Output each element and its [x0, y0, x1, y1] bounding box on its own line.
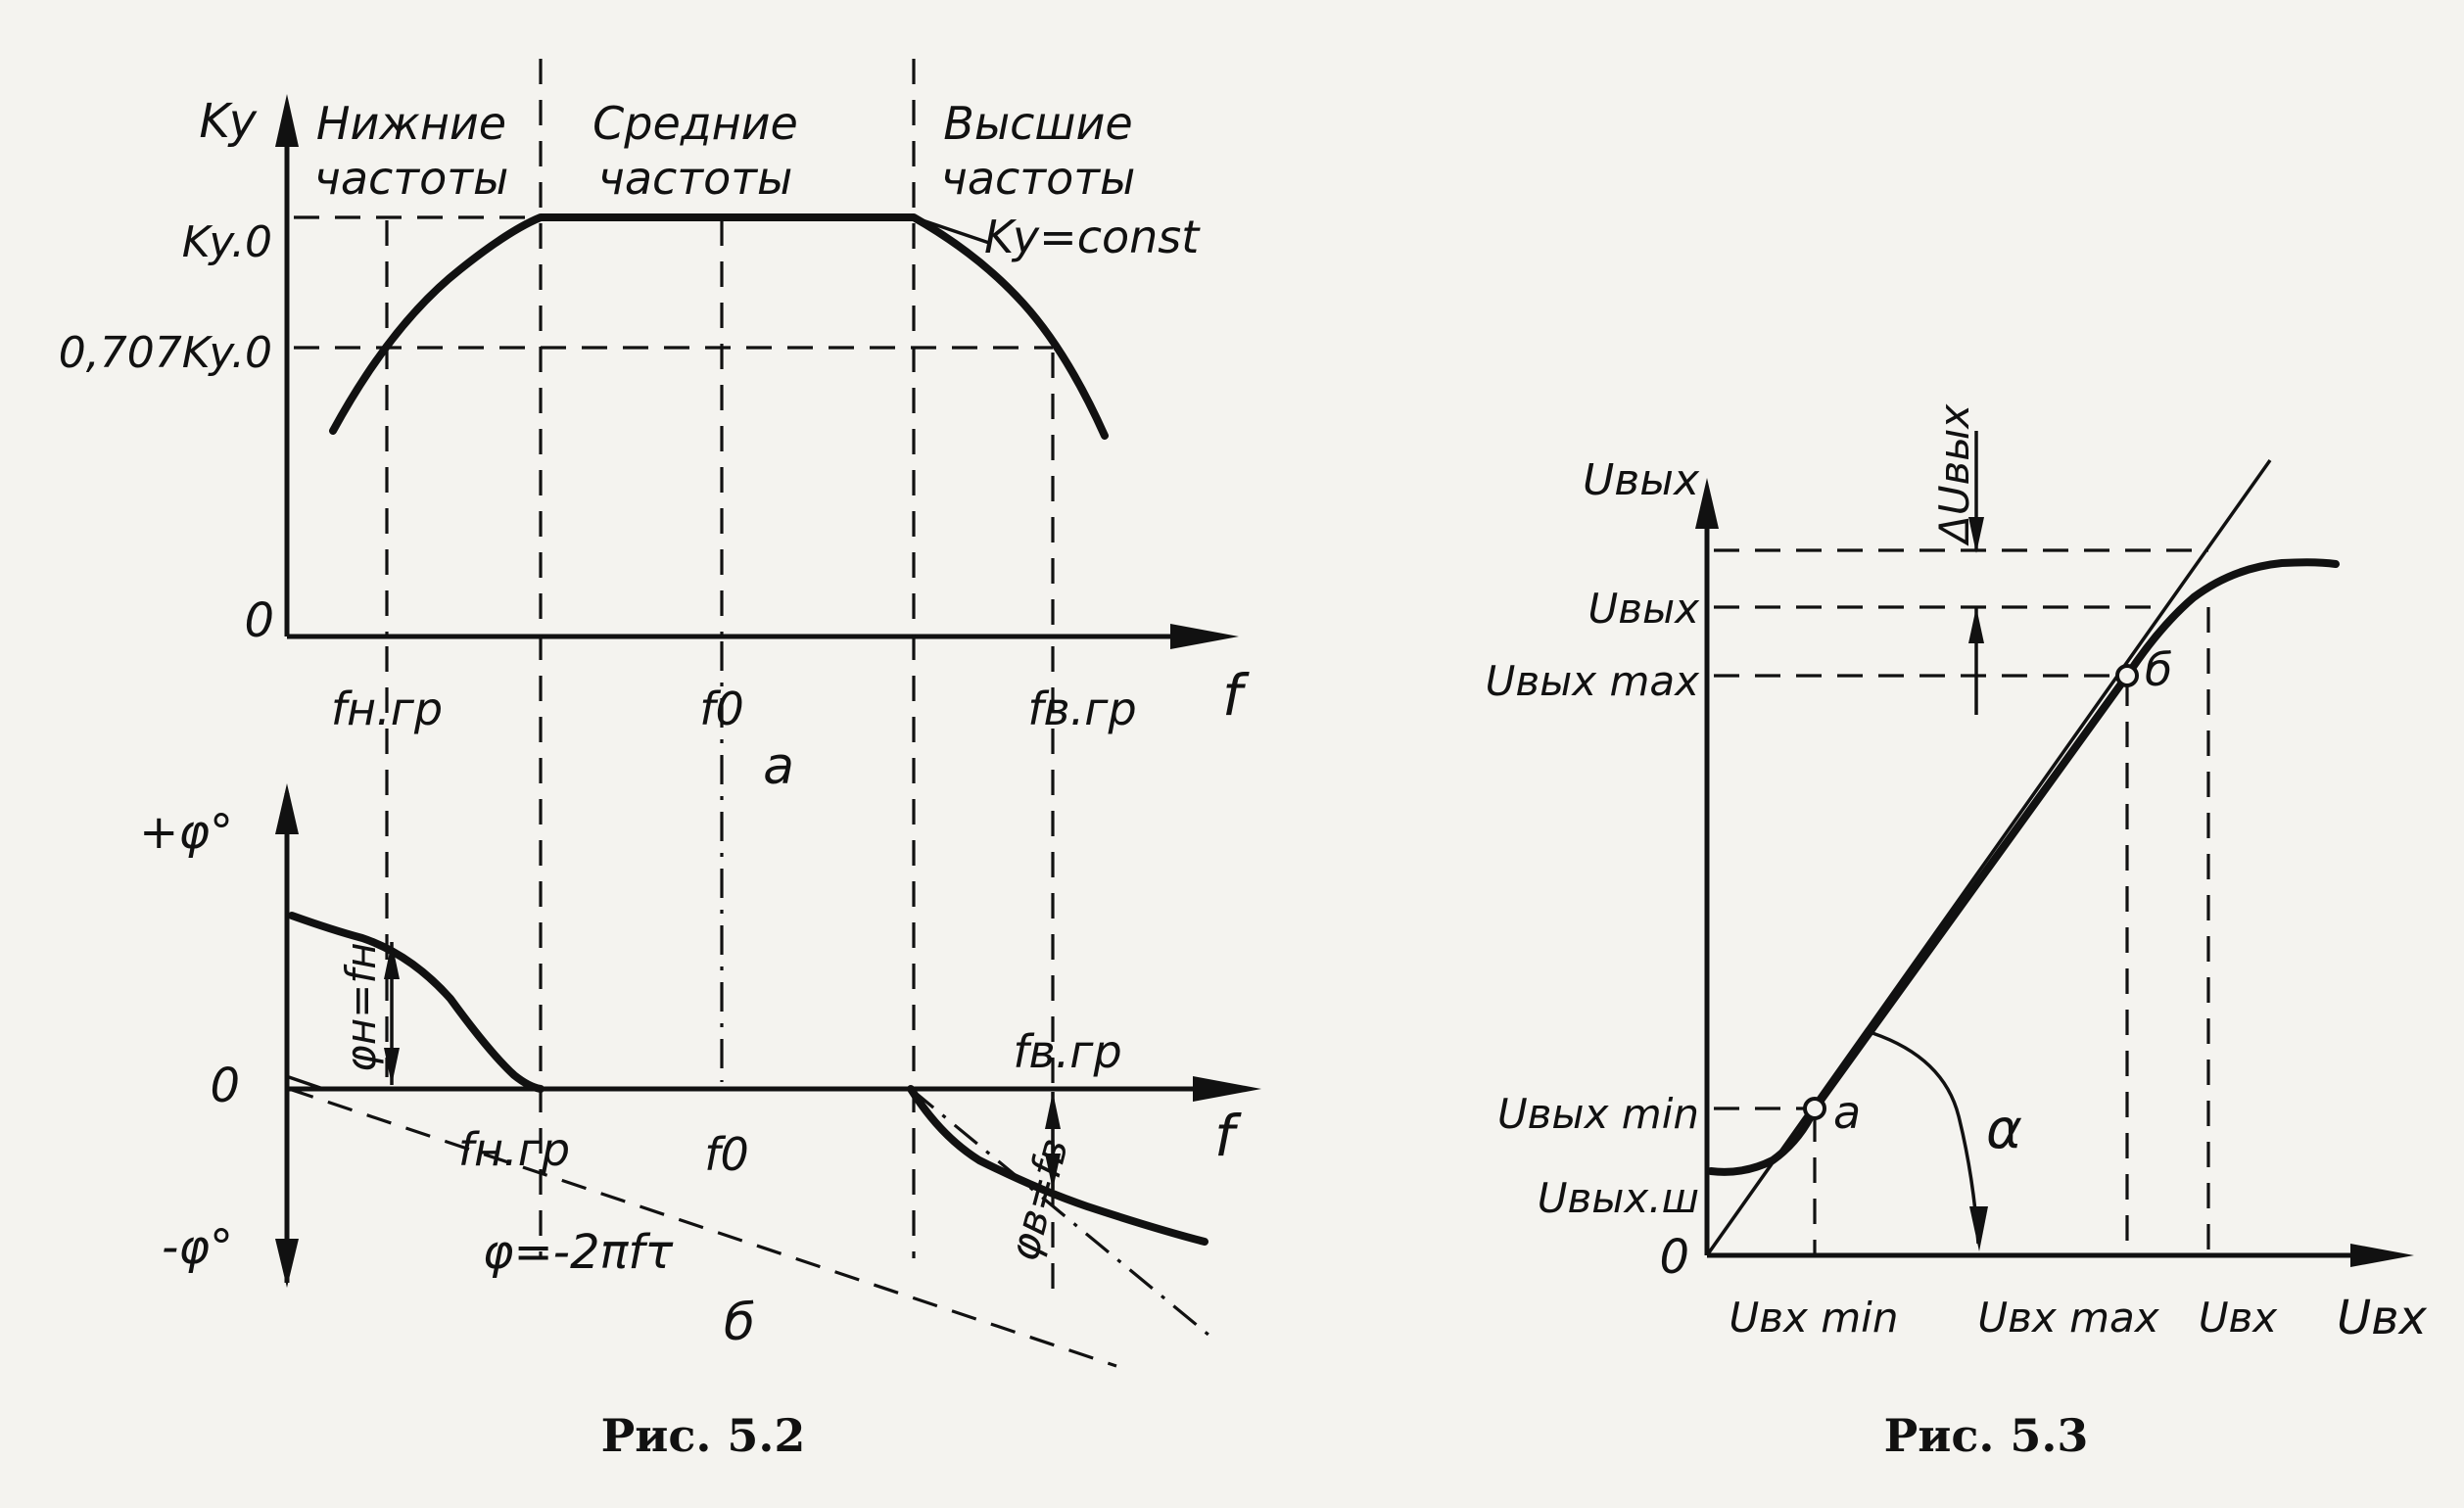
fig52-phase-chart: +φ° -φ° 0 f fн.гр f0 fв.гр φн=fн φв=fв φ… [139, 641, 1261, 1368]
ideal-transfer-line [1705, 458, 2272, 1257]
subfig-b-label: б [724, 1294, 755, 1352]
f-axis-label: f [1222, 662, 1250, 729]
phi-low-label: φн=fн [337, 942, 385, 1072]
alpha-label: α [1986, 1098, 2022, 1161]
subfig-a-label: а [763, 737, 794, 796]
uout-axis-arrow [1695, 478, 1719, 529]
region-high-line2: частоты [941, 152, 1136, 205]
origin-label: 0 [244, 593, 274, 648]
alpha-arc-arrowhead [1969, 1206, 1988, 1251]
tangent-line [909, 1087, 1216, 1342]
phi-neg-label: -φ° [162, 1220, 233, 1275]
ky0707-tick: 0,707Ky.0 [59, 328, 272, 378]
region-high-line1: Высшие [943, 97, 1132, 150]
linear-phase-line [288, 1087, 1117, 1368]
fig53-chart: Uвых Uвых Uвых max Uвых min Uвых.ш 0 Uвх… [1486, 403, 2428, 1345]
phi-high-arrow-up [1045, 1092, 1061, 1129]
fv-tick: fв.гр [1027, 683, 1136, 735]
ky0-tick: Ky.0 [182, 217, 272, 267]
fig53-origin-label: 0 [1659, 1230, 1689, 1285]
uout-noise-tick: Uвых.ш [1538, 1174, 1699, 1222]
origin-tick [288, 1075, 324, 1091]
ky-axis-arrow [275, 94, 299, 147]
fig53-caption: Рис. 5.3 [1884, 1409, 2089, 1462]
delta-uout-label: ΔUвых [1930, 403, 1978, 546]
f-axis-phase-arrow [1193, 1076, 1261, 1102]
f0-phase-tick: f0 [704, 1128, 748, 1181]
fig52-caption: Рис. 5.2 [601, 1409, 806, 1462]
amplitude-curve [329, 213, 1109, 440]
f-axis-phase-label: f [1214, 1103, 1242, 1169]
point-b [2115, 664, 2139, 687]
fv-phase-tick: fв.гр [1013, 1025, 1121, 1078]
uout-axis-label: Uвых [1583, 455, 1700, 505]
point-a [1803, 1097, 1826, 1120]
uout-max-tick: Uвых max [1486, 657, 1701, 705]
linear-phase-formula: φ=-2πfτ [483, 1225, 675, 1280]
alpha-arc [1872, 1031, 1980, 1245]
region-mid-line2: частоты [598, 152, 793, 205]
uin-axis-arrow [2350, 1244, 2414, 1267]
phi-axis-arrow-up [275, 783, 299, 834]
delta-arrowhead-bottom [1968, 607, 1984, 643]
point-b-label: б [2145, 643, 2172, 696]
delta-arrowhead-top [1968, 517, 1984, 553]
region-mid-line1: Средние [592, 97, 798, 150]
phi-low-arrow-up [384, 942, 400, 979]
low-phase-curve [288, 912, 545, 1093]
phi-high-arrow-down [1045, 1154, 1061, 1190]
ky-axis-label: Ky [199, 94, 257, 149]
uin-tick: Uвх [2199, 1294, 2278, 1342]
point-a-label: а [1833, 1086, 1861, 1139]
const-leader [913, 215, 990, 245]
phi-axis-arrow-down [275, 1239, 299, 1288]
region-low-line1: Нижние [316, 97, 506, 150]
phi-low-arrow-down [384, 1048, 400, 1085]
uout-min-tick: Uвых min [1497, 1090, 1699, 1138]
uout-tick: Uвых [1587, 585, 1700, 633]
fig52-amplitude-chart: Ky 0 f Ky.0 0,707Ky.0 fн.гр f0 fв.гр Ниж… [59, 59, 1250, 1258]
fn-phase-tick: fн.гр [458, 1123, 570, 1176]
uin-min-tick: Uвх min [1730, 1294, 1899, 1342]
ky-const-label: Ky=const [984, 211, 1201, 263]
phi-pos-label: +φ° [139, 805, 233, 860]
uin-max-tick: Uвх max [1977, 1294, 2159, 1342]
high-phase-curve [907, 1085, 1208, 1246]
transfer-curve [1707, 558, 2340, 1176]
uin-axis-label: Uвх [2337, 1291, 2427, 1345]
f-axis-arrow [1170, 624, 1239, 649]
region-low-line2: частоты [314, 152, 509, 205]
phase-origin-label: 0 [210, 1059, 240, 1113]
